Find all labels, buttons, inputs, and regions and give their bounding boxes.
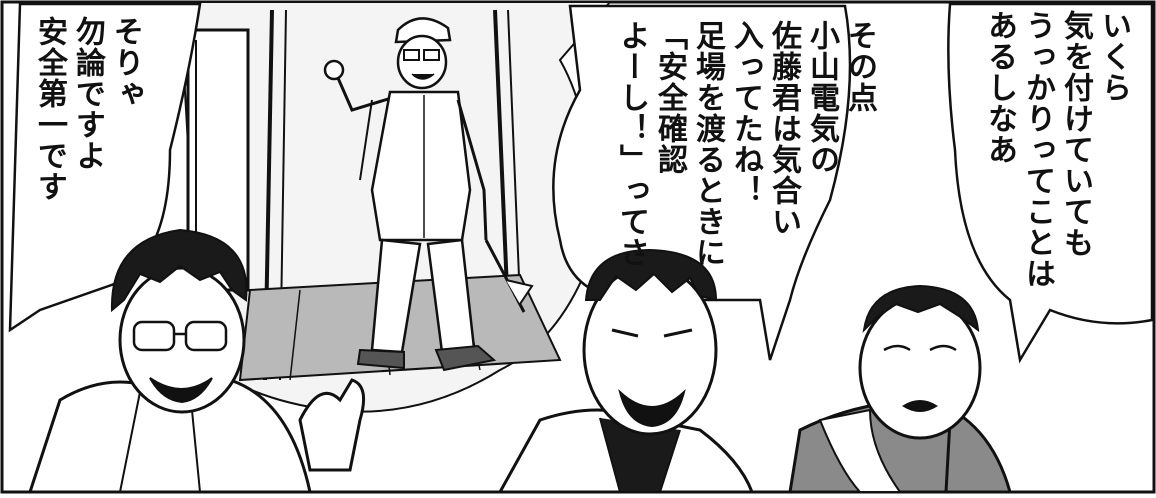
- worker-flashback: [323, 17, 534, 372]
- speech-text-right: いくら 気を付けていても うっかりってことは あるしなあ: [982, 10, 1131, 289]
- character-glasses-man: [27, 228, 366, 494]
- character-older-man: [788, 284, 1012, 494]
- speech-text-middle: その点 小山電気の 佐藤君は気合い 入ってたね！ 足場を渡るときに 「安全確認 …: [614, 20, 877, 268]
- speech-text-left: そりゃ 勿論ですよ 安全第一です: [32, 16, 143, 202]
- speech-bubble-right: [947, 2, 1154, 364]
- character-young-man: [497, 248, 755, 494]
